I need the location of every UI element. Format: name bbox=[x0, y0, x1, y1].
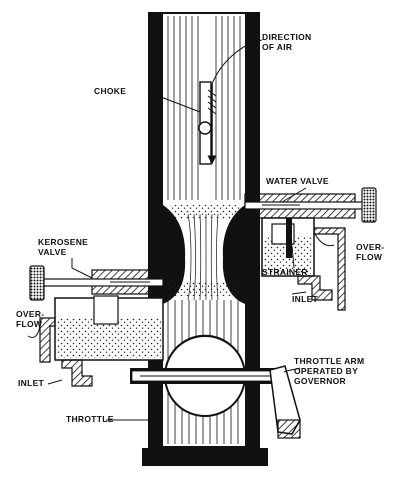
direction-of-air-label: DIRECTION OF AIR bbox=[262, 32, 312, 52]
throttle-assembly bbox=[130, 334, 301, 439]
kerosene-valve-assembly bbox=[29, 265, 164, 387]
water-valve-assembly bbox=[244, 187, 377, 311]
venturi-throat bbox=[163, 205, 245, 304]
throttle-label: THROTTLE bbox=[66, 414, 114, 424]
overflow-left-label: OVER- FLOW bbox=[16, 309, 45, 329]
inlet-right-label: INLET bbox=[292, 294, 319, 304]
choke-label: CHOKE bbox=[94, 86, 127, 96]
bore-lines bbox=[167, 16, 241, 444]
water-valve-label: WATER VALVE bbox=[266, 176, 329, 186]
leader-lines bbox=[27, 39, 335, 421]
inlet-left-label: INLET bbox=[18, 378, 45, 388]
kerosene-valve-knob bbox=[29, 265, 45, 301]
water-valve-knob bbox=[361, 187, 377, 223]
strainer-label: STRAINER bbox=[262, 267, 308, 277]
throttle-arm-label: THROTTLE ARM OPERATED BY GOVERNOR bbox=[294, 356, 365, 386]
choke-plate bbox=[198, 81, 217, 165]
overflow-right-label: OVER- FLOW bbox=[356, 242, 385, 262]
kerosene-valve-label: KEROSENE VALVE bbox=[38, 237, 89, 257]
